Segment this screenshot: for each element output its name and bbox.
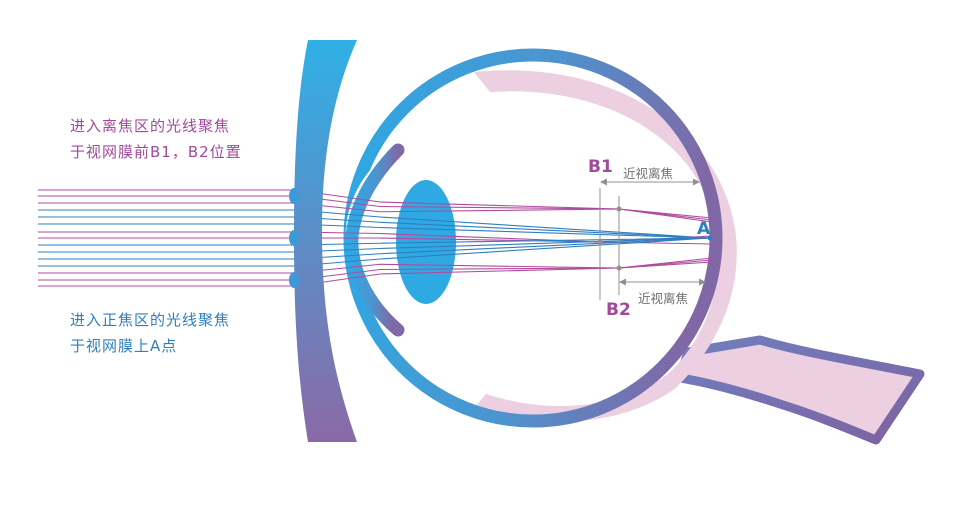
light-ray	[38, 195, 713, 221]
myopic-defocus-label-bottom: 近视离焦	[638, 291, 689, 306]
b1-label: B1	[588, 157, 613, 177]
b1-point	[597, 239, 603, 245]
light-ray	[38, 259, 713, 281]
spectacle-lens	[294, 40, 357, 442]
light-ray	[38, 202, 713, 219]
defocus-caption-line-2: 于视网膜前B1，B2位置	[70, 143, 242, 161]
b2-label: B2	[606, 300, 631, 320]
optic-nerve	[675, 335, 925, 445]
light-ray	[38, 237, 711, 246]
cornea	[345, 143, 405, 337]
focus-caption: 进入正焦区的光线聚焦 于视网膜上A点	[70, 307, 230, 359]
b2-point-bottom	[616, 265, 622, 271]
defocus-caption-line-1: 进入离焦区的光线聚焦	[70, 117, 231, 135]
light-ray	[38, 261, 713, 287]
light-rays	[38, 189, 713, 287]
light-ray	[38, 223, 711, 239]
a-point	[707, 235, 713, 241]
light-ray	[38, 237, 711, 260]
defocus-caption: 进入离焦区的光线聚焦 于视网膜前B1，B2位置	[70, 113, 242, 165]
light-ray	[38, 216, 711, 239]
b2-point-top	[616, 206, 622, 212]
focus-caption-line-2: 于视网膜上A点	[70, 337, 178, 355]
light-ray	[38, 189, 713, 223]
focus-caption-line-1: 进入正焦区的光线聚焦	[70, 311, 231, 329]
myopic-defocus-label-top: 近视离焦	[623, 166, 674, 181]
light-ray	[38, 209, 711, 239]
a-label: A	[697, 219, 711, 239]
light-ray	[38, 257, 713, 274]
defocus-ridges	[289, 188, 299, 288]
light-ray	[38, 237, 711, 253]
light-ray	[38, 237, 711, 267]
